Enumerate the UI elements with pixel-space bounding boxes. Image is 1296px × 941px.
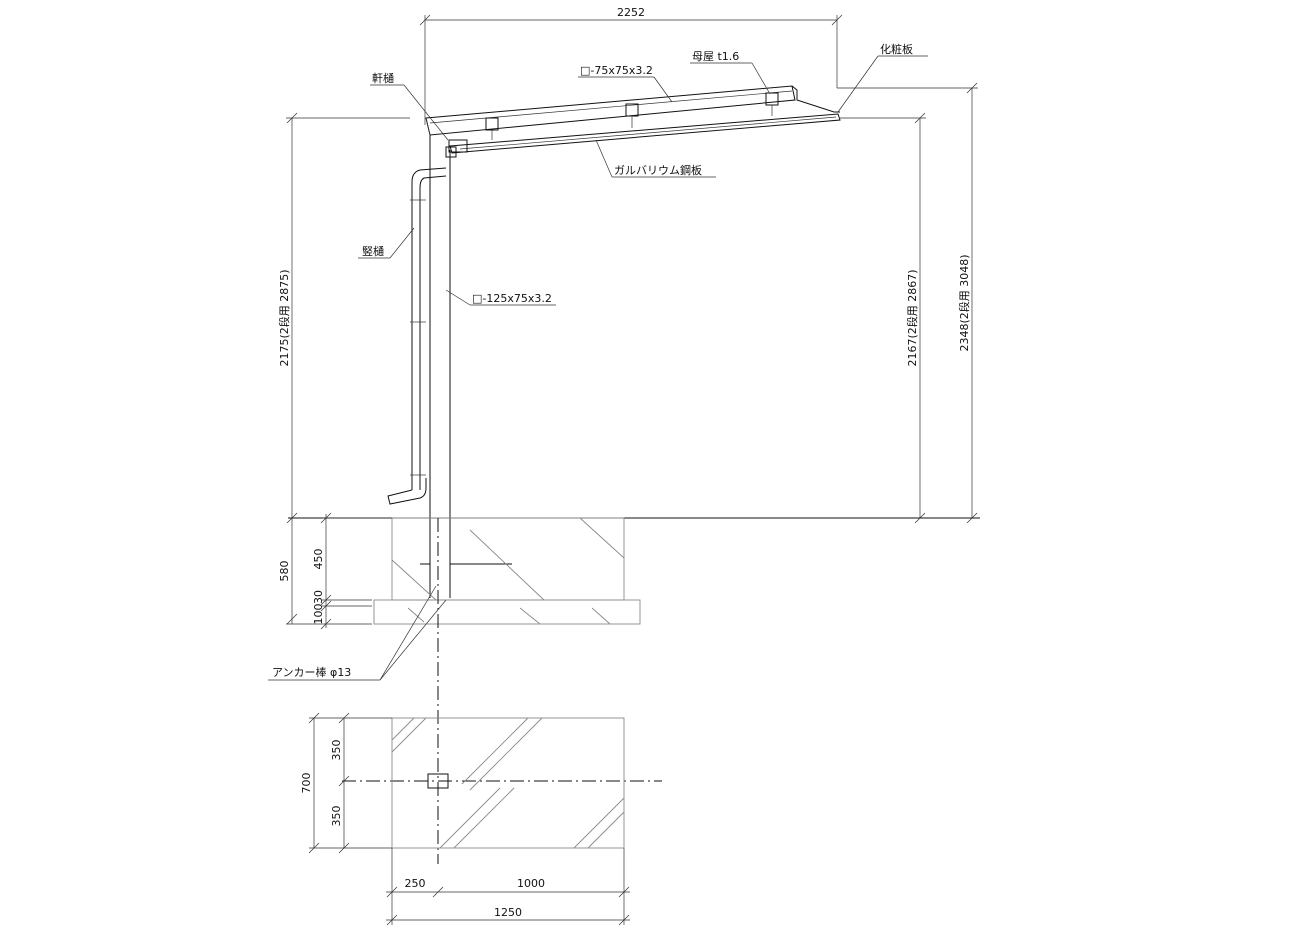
label-downpipe: 竪樋 — [358, 227, 415, 259]
center-lines — [342, 518, 662, 864]
label-downpipe-text: 竪樋 — [362, 244, 384, 258]
label-roof-sheet-text: ガルバリウム鋼板 — [614, 163, 702, 177]
dim-plan-upper-text: 350 — [330, 740, 343, 761]
dim-plan-width-text: 1250 — [494, 906, 522, 919]
label-anchor-text: アンカー棒 φ13 — [272, 665, 351, 679]
dim-plan-right-text: 1000 — [517, 877, 545, 890]
dim-found-total-text: 580 — [278, 561, 291, 582]
label-eaves-gutter: 軒樋 — [370, 71, 449, 141]
label-rafter: □-75x75x3.2 — [578, 64, 673, 103]
dim-right-height-1-text: 2167(2段用 2867) — [905, 269, 919, 366]
roof — [425, 85, 841, 158]
post — [420, 117, 512, 598]
label-fascia: 化粧板 — [837, 42, 928, 113]
dim-plan-left-text: 250 — [405, 877, 426, 890]
dim-plan: 700 350 350 250 1000 1250 — [300, 712, 630, 926]
label-roof-sheet: ガルバリウム鋼板 — [595, 139, 716, 178]
dim-left-height-text: 2175(2段用 2875) — [277, 269, 291, 366]
label-purlin: 母屋 t1.6 — [690, 50, 771, 95]
dim-found-upper-text: 450 — [312, 549, 325, 570]
downpipe — [387, 167, 447, 505]
label-post-text: □-125x75x3.2 — [472, 292, 552, 305]
label-eaves-gutter-text: 軒樋 — [372, 71, 394, 85]
dim-found-base-text: 100 — [312, 604, 325, 625]
dim-foundation: 580 450 30 100 — [278, 512, 392, 630]
label-fascia-text: 化粧板 — [880, 42, 913, 56]
dim-right-heights: 2167(2段用 2867) 2348(2段用 3048) — [837, 82, 978, 524]
plan-view — [391, 717, 625, 849]
dim-top-width: 2252 — [419, 6, 843, 125]
label-purlin-text: 母屋 t1.6 — [692, 50, 739, 63]
label-anchor: アンカー棒 φ13 — [268, 585, 447, 681]
dim-plan-lower-text: 350 — [330, 806, 343, 827]
ground-foundation — [288, 517, 980, 625]
label-rafter-text: □-75x75x3.2 — [580, 64, 653, 77]
dim-right-height-2-text: 2348(2段用 3048) — [957, 254, 971, 351]
dim-left-height: 2175(2段用 2875) — [277, 112, 410, 524]
dim-top-width-text: 2252 — [617, 6, 645, 19]
label-post: □-125x75x3.2 — [445, 289, 556, 306]
dim-found-mid-text: 30 — [312, 590, 325, 604]
dim-plan-total-text: 700 — [300, 773, 313, 794]
